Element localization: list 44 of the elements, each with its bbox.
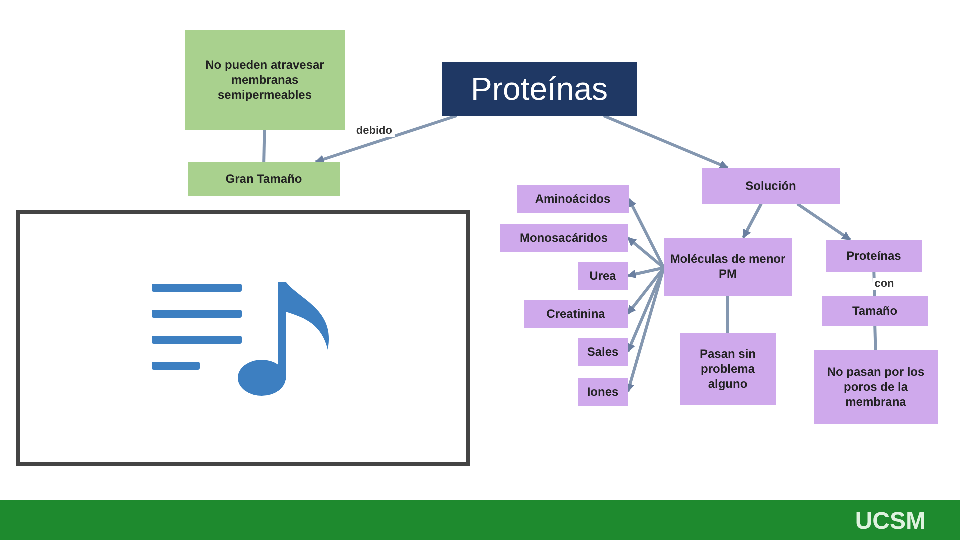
arrow [627, 236, 665, 270]
concept-box [578, 262, 628, 290]
concept-box [524, 300, 628, 328]
concept-text: Urea [590, 268, 616, 284]
concept-box [822, 296, 928, 326]
concept-box [188, 162, 340, 196]
concept-box [814, 350, 938, 424]
arrow [603, 114, 729, 170]
concept-text: No pueden atravesar membranas semipermeables [204, 58, 326, 102]
concept-text: Monosacáridos [520, 230, 608, 246]
concept-text: Gran Tamaño [226, 172, 302, 186]
arrow [627, 266, 664, 279]
connector-line [262, 130, 266, 162]
concept-text: Moléculas de menor PM [669, 252, 787, 282]
connector-line [726, 296, 730, 333]
arrow [628, 198, 666, 269]
concept-text: Aminoácidos [535, 192, 611, 206]
arrow [315, 114, 458, 164]
concept-box [680, 333, 776, 405]
concept-box [578, 378, 628, 406]
edge-label: debido [354, 125, 394, 137]
concept-text: Solución [746, 178, 796, 194]
concept-text: Tamaño [852, 304, 898, 318]
concept-box [500, 224, 628, 252]
concept-box [185, 30, 345, 130]
concept-text: Creatinina [546, 306, 606, 322]
connector-line [872, 272, 876, 296]
title-box [442, 62, 637, 116]
concept-box [826, 240, 922, 272]
institution-name: UCSM [855, 508, 926, 536]
connector-line [874, 326, 878, 350]
concept-text: Sales [587, 344, 619, 360]
concept-box [702, 168, 840, 204]
concept-text: No pasan por los poros de la membrana [826, 364, 926, 410]
concept-text: Iones [587, 384, 619, 400]
arrow [742, 203, 763, 239]
concept-text: Pasan sin problema alguno [698, 346, 758, 392]
concept-text: Proteínas [471, 70, 608, 109]
concept-text: Proteínas [846, 248, 902, 264]
concept-box [517, 185, 629, 213]
concept-box [578, 338, 628, 366]
arrow [796, 202, 852, 242]
concept-box [664, 238, 792, 296]
edge-label: con [872, 278, 896, 290]
